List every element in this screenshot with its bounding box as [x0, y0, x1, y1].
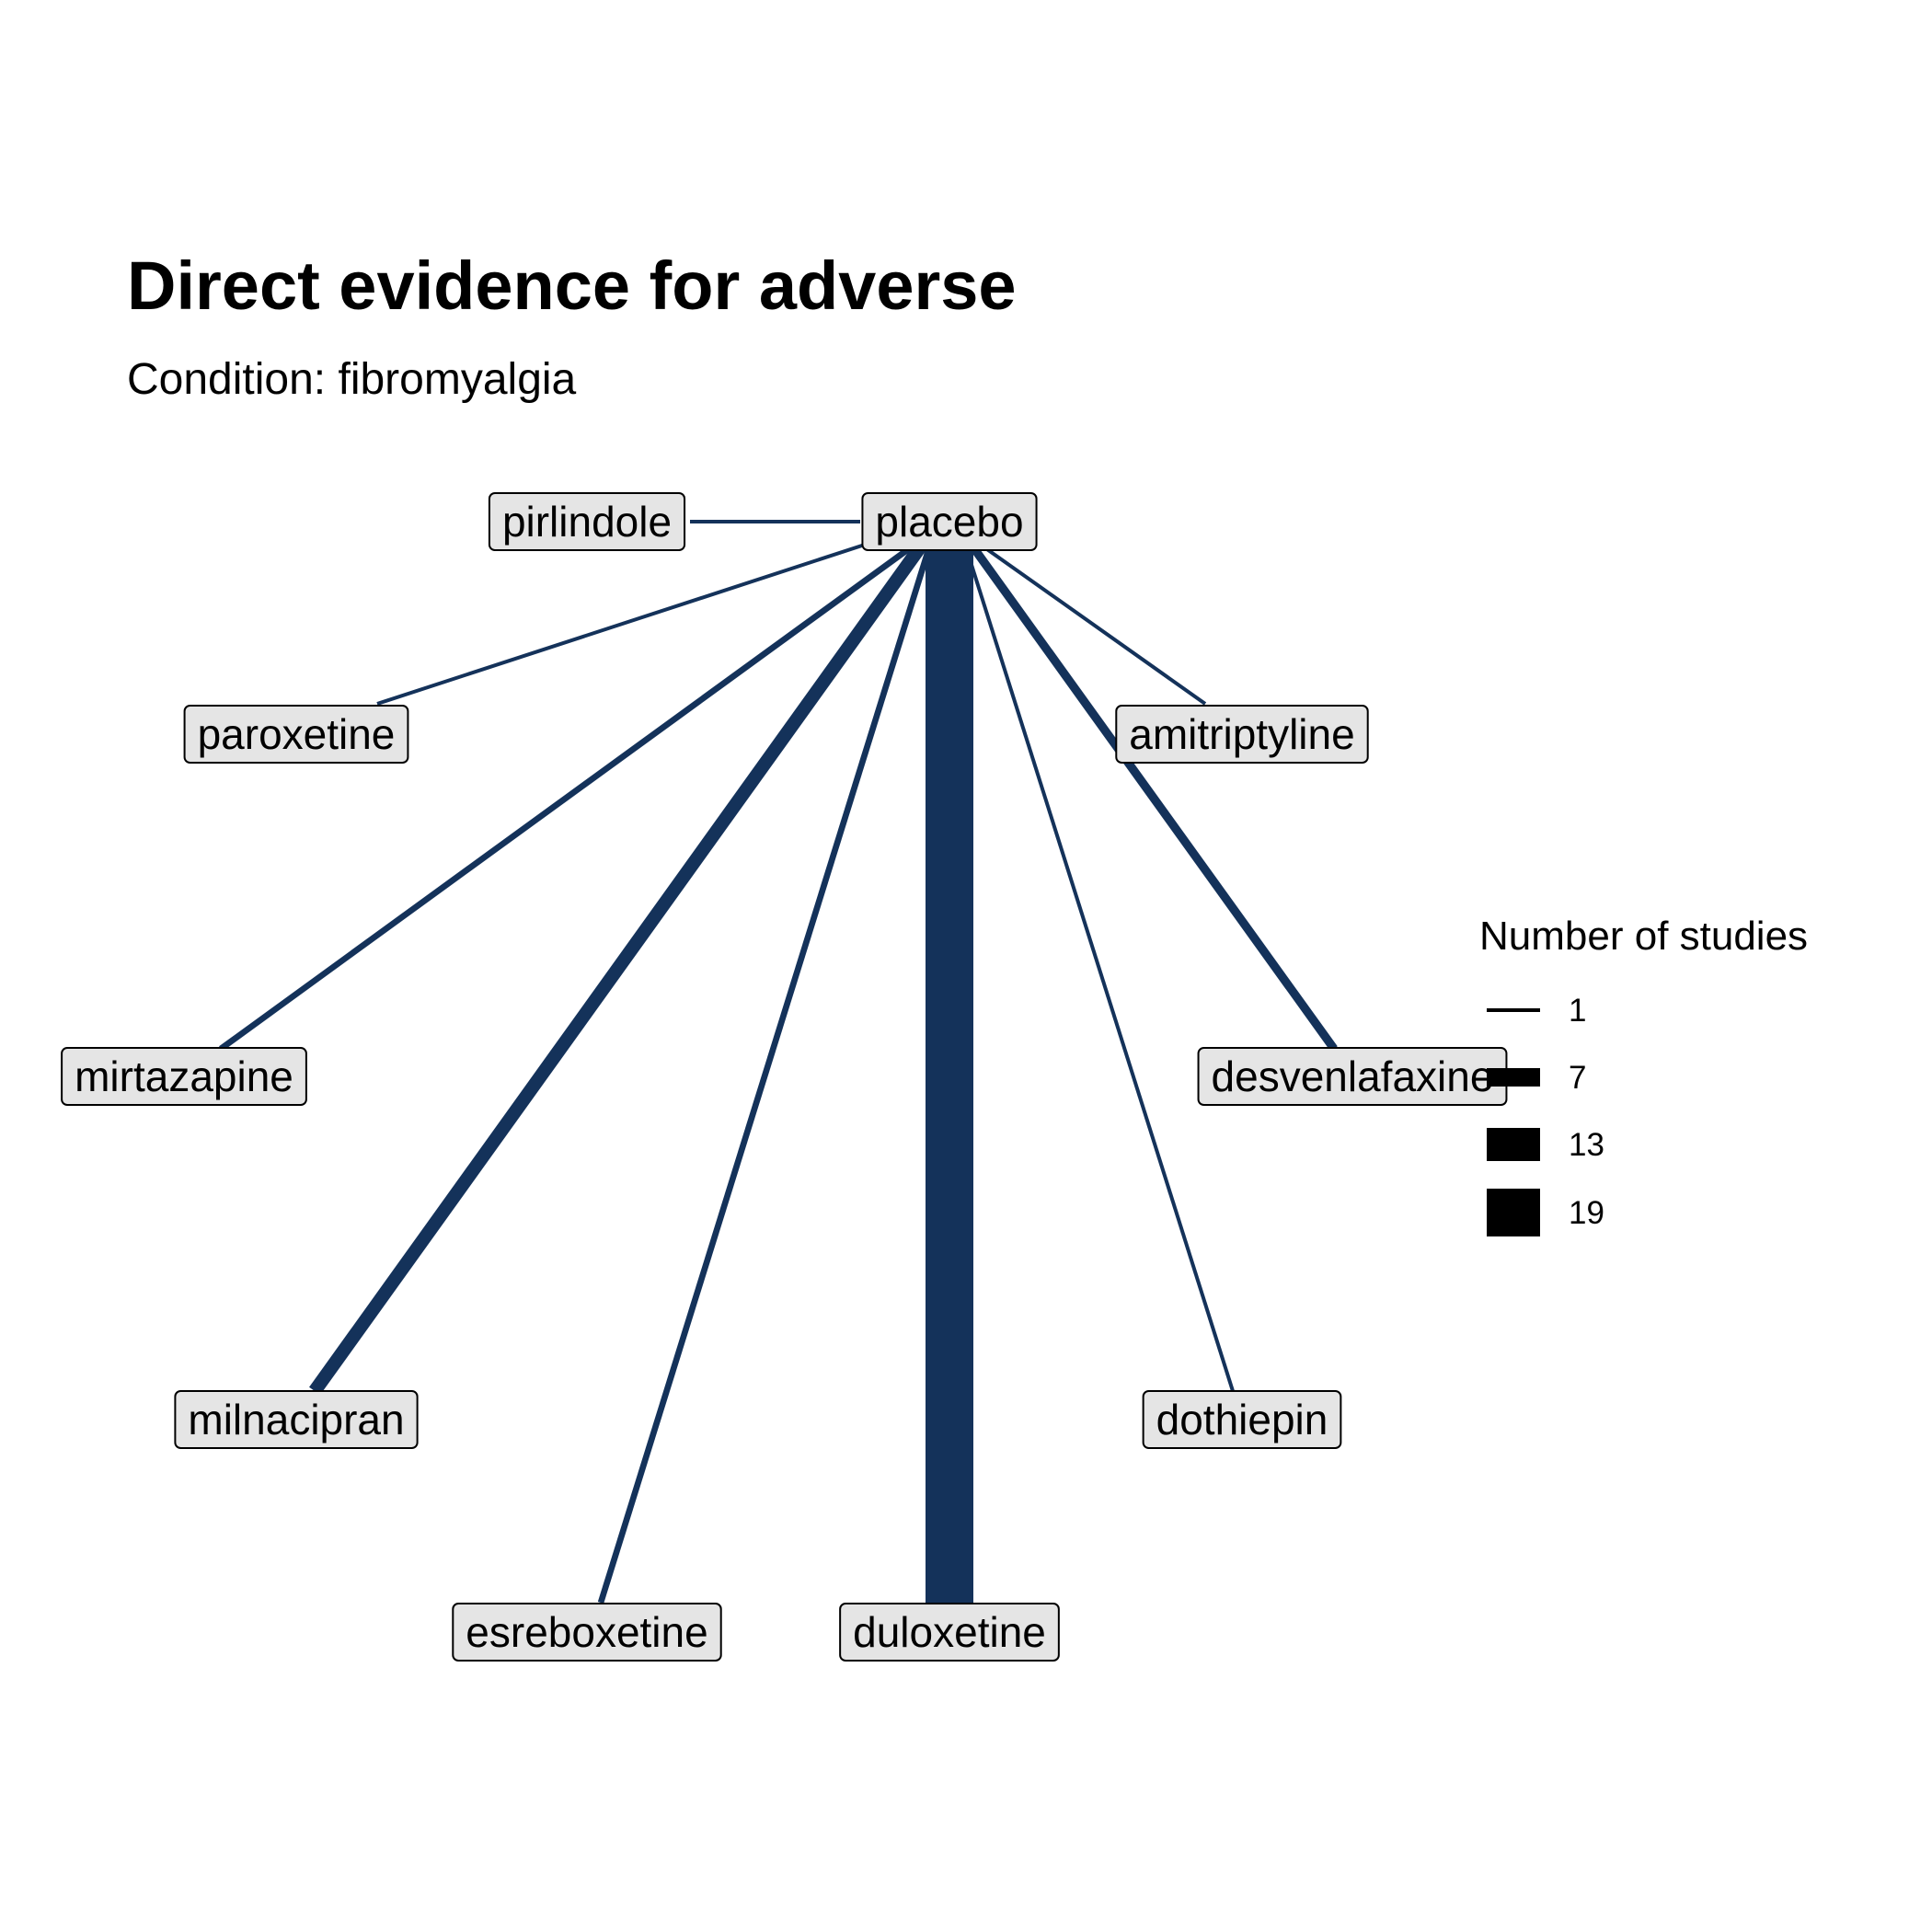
node-esreboxetine: esreboxetine: [452, 1603, 722, 1662]
legend-label-1: 1: [1569, 993, 1586, 1029]
node-label-mirtazapine: mirtazapine: [75, 1052, 293, 1100]
node-box-paroxetine: [183, 705, 409, 764]
node-label-desvenlafaxine: desvenlafaxine: [1212, 1052, 1494, 1100]
node-label-placebo: placebo: [875, 498, 1023, 546]
node-duloxetine: duloxetine: [839, 1603, 1060, 1662]
node-box-esreboxetine: [452, 1603, 722, 1662]
legend-label-7: 7: [1569, 1060, 1586, 1096]
node-box-dothiepin: [1142, 1390, 1342, 1449]
edges-layer: [219, 520, 1338, 1604]
legend-key-13: [1487, 1128, 1540, 1161]
node-label-amitriptyline: amitriptyline: [1129, 710, 1354, 758]
edge-placebo-dothiepin: [964, 546, 1235, 1392]
node-desvenlafaxine: desvenlafaxine: [1197, 1047, 1508, 1106]
node-amitriptyline: amitriptyline: [1115, 705, 1369, 764]
node-label-paroxetine: paroxetine: [198, 710, 396, 758]
legend: Number of studies 1 7 13 19: [1479, 914, 1808, 1236]
node-milnacipran: milnacipran: [174, 1390, 419, 1449]
edge-placebo-esreboxetine: [597, 546, 933, 1604]
legend-key-7: [1487, 1068, 1540, 1087]
node-box-duloxetine: [839, 1603, 1060, 1662]
legend-label-13: 13: [1569, 1127, 1604, 1163]
edge-placebo-milnacipran: [309, 543, 926, 1396]
legend-key-1: [1487, 1008, 1540, 1012]
node-dothiepin: dothiepin: [1142, 1390, 1342, 1449]
node-box-mirtazapine: [61, 1047, 307, 1106]
node-label-milnacipran: milnacipran: [188, 1396, 404, 1443]
node-box-amitriptyline: [1115, 705, 1369, 764]
legend-label-19: 19: [1569, 1195, 1604, 1231]
node-label-pirlindole: pirlindole: [502, 498, 672, 546]
legend-title: Number of studies: [1479, 914, 1808, 959]
node-paroxetine: paroxetine: [183, 705, 409, 764]
node-placebo: placebo: [861, 492, 1038, 551]
chart-title: Direct evidence for adverse: [127, 247, 1017, 324]
node-label-esreboxetine: esreboxetine: [466, 1608, 707, 1656]
legend-key-19: [1487, 1189, 1540, 1236]
edge-placebo-paroxetine: [376, 543, 866, 706]
edge-placebo-amitriptyline: [983, 546, 1207, 706]
nodes-layer: placebo pirlindole paroxetine amitriptyline…: [61, 492, 1508, 1662]
node-box-placebo: [861, 492, 1038, 551]
edge-placebo-desvenlafaxine: [970, 545, 1338, 1052]
node-label-dothiepin: dothiepin: [1156, 1396, 1328, 1443]
node-pirlindole: pirlindole: [488, 492, 686, 551]
node-mirtazapine: mirtazapine: [61, 1047, 307, 1106]
chart-subtitle: Condition: fibromyalgia: [127, 355, 577, 404]
node-label-duloxetine: duloxetine: [853, 1608, 1046, 1656]
edge-placebo-mirtazapine: [219, 545, 913, 1052]
node-box-pirlindole: [488, 492, 686, 551]
node-box-milnacipran: [174, 1390, 419, 1449]
